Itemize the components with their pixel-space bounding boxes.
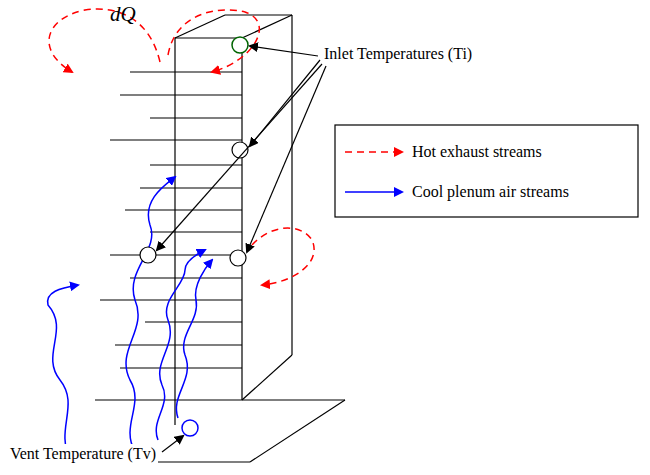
shelf-line xyxy=(110,139,242,140)
legend-sample xyxy=(345,191,402,193)
shelf-line xyxy=(110,254,242,255)
rack-box xyxy=(175,15,292,425)
shelf-line xyxy=(120,94,242,95)
shelf-line xyxy=(150,117,242,118)
inlet-sensor xyxy=(140,247,156,263)
vent-label: Vent Temperature (Tv) xyxy=(8,444,158,463)
legend-text: Cool plenum air streams xyxy=(412,182,569,201)
heat-label: dQ xyxy=(110,2,136,27)
server-shelves xyxy=(100,72,242,368)
leader-lines xyxy=(157,46,326,452)
inlet-sensor xyxy=(232,37,248,53)
shelf-line xyxy=(130,71,242,72)
vent-sensor xyxy=(182,420,198,436)
shelf-line xyxy=(100,299,242,300)
legend-box xyxy=(335,125,638,217)
inlet-label: Inlet Temperatures (Ti) xyxy=(322,44,474,63)
shelf-line xyxy=(145,321,242,322)
shelf-line xyxy=(115,344,242,345)
shelf-line xyxy=(130,277,242,278)
shelf-line xyxy=(140,187,242,188)
cool-plenum-streams xyxy=(48,177,212,458)
inlet-sensor xyxy=(230,250,246,266)
shelf-line xyxy=(120,367,242,368)
shelf-line xyxy=(150,231,242,232)
legend-text: Hot exhaust streams xyxy=(412,142,542,161)
hot-exhaust-streams xyxy=(49,9,314,285)
shelf-line xyxy=(125,209,242,210)
shelf-line xyxy=(150,164,242,165)
legend-sample xyxy=(345,151,402,153)
